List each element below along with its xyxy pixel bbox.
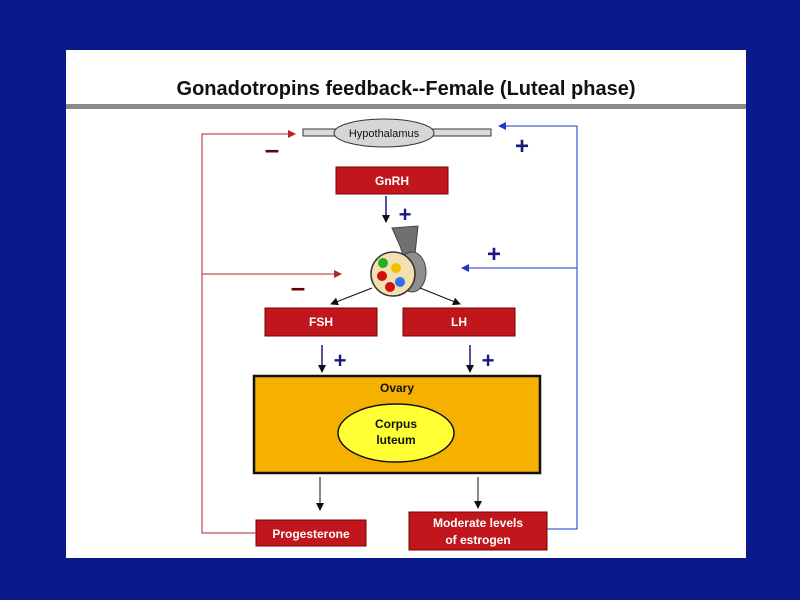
slide-canvas: Gonadotropins feedback--Female (Luteal p… [66,50,746,558]
corpus-luteum-node [337,403,455,463]
lh-label: LH [451,315,467,329]
hypothalamus-node [333,118,435,148]
estrogen-label-line1: Moderate levels [433,516,523,530]
corpus-luteum-label-line2: luteum [376,433,415,447]
pituitary-minus-sign: – [291,272,305,302]
pituitary-to-fsh-arrow [330,287,373,306]
pituitary-to-lh-arrow [419,287,461,306]
corpus-luteum-label-line1: Corpus [375,417,417,431]
title-divider [66,104,746,109]
pituitary-gland-icon [370,225,427,297]
hypothalamus-plus-sign: + [515,133,529,160]
gnrh-plus-sign: + [399,202,412,227]
hypothalamus-minus-sign: – [265,134,279,164]
fsh-label: FSH [309,315,333,329]
gnrh-label: GnRH [375,174,409,188]
slide-title: Gonadotropins feedback--Female (Luteal p… [176,78,636,100]
estrogen-feedback-line [498,122,578,530]
gnrh-box [335,166,449,195]
pituitary-plus-sign: + [487,241,501,268]
estrogen-box [408,511,548,551]
hypothalamus-label: Hypothalamus [349,128,420,140]
fsh-plus-sign: + [334,348,347,373]
progesterone-label: Progesterone [272,527,350,541]
feedback-diagram: Hypothalamus GnRH + FSH LH + [201,118,578,551]
ovary-label: Ovary [380,381,414,395]
lh-plus-sign: + [482,348,495,373]
estrogen-label-line2: of estrogen [445,533,510,547]
lh-box [402,307,516,337]
progesterone-feedback-line [201,130,296,534]
fsh-box [264,307,378,337]
